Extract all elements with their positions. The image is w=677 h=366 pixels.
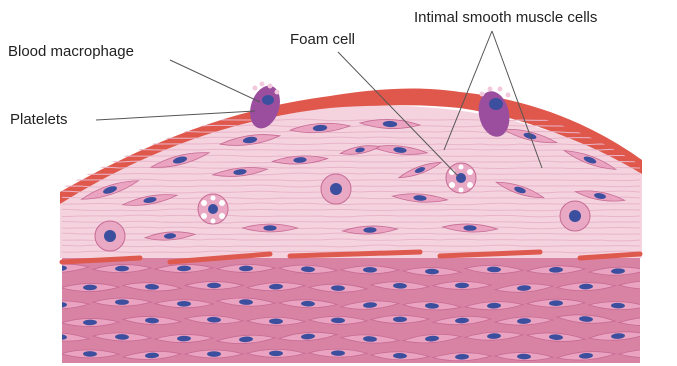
cell-nucleus: [207, 351, 221, 357]
cell-nucleus: [641, 351, 655, 357]
label-platelets: Platelets: [10, 112, 68, 127]
round-cell-nucleus: [569, 210, 581, 222]
lipid-droplet: [201, 200, 207, 206]
cell-nucleus: [363, 267, 377, 273]
lipid-droplet: [459, 165, 464, 170]
cell-nucleus: [115, 299, 129, 305]
platelet: [498, 87, 503, 92]
round-intimal-cell: [560, 201, 590, 231]
platelet: [253, 86, 258, 91]
lipid-droplet: [467, 169, 473, 175]
lipid-droplet: [467, 182, 473, 188]
platelet: [275, 90, 280, 95]
platelet: [268, 84, 273, 89]
round-intimal-cell: [321, 174, 351, 204]
lipid-droplet: [211, 219, 216, 224]
cell-nucleus: [641, 282, 655, 288]
tunica-media: [31, 255, 677, 363]
round-cell-nucleus: [330, 183, 342, 195]
platelet: [506, 93, 511, 98]
foam-cell-nucleus: [208, 204, 218, 214]
lipid-droplet: [449, 182, 455, 188]
label-foam-cell: Foam cell: [290, 32, 355, 47]
cell-nucleus: [263, 225, 276, 231]
lipid-droplet: [201, 213, 207, 219]
macrophage-nucleus: [262, 95, 274, 105]
label-blood-macrophage: Blood macrophage: [8, 44, 134, 59]
lipid-droplet: [219, 213, 225, 219]
foam-cell: [446, 163, 476, 193]
platelet: [480, 92, 485, 97]
platelet: [260, 82, 265, 87]
label-intimal-smooth-muscle-cells: Intimal smooth muscle cells: [414, 10, 597, 25]
cell-nucleus: [207, 283, 221, 289]
foam-cell-nucleus: [456, 173, 466, 183]
macrophage-nucleus: [489, 98, 503, 110]
lipid-droplet: [459, 188, 464, 193]
cell-nucleus: [641, 318, 655, 324]
round-cell-nucleus: [104, 230, 116, 242]
round-intimal-cell: [95, 221, 125, 251]
cell-nucleus: [269, 351, 283, 357]
platelet: [488, 87, 493, 92]
lipid-droplet: [219, 200, 225, 206]
lipid-droplet: [211, 196, 216, 201]
leader-line-blood-macrophage: [170, 60, 260, 102]
foam-cell: [198, 194, 228, 224]
